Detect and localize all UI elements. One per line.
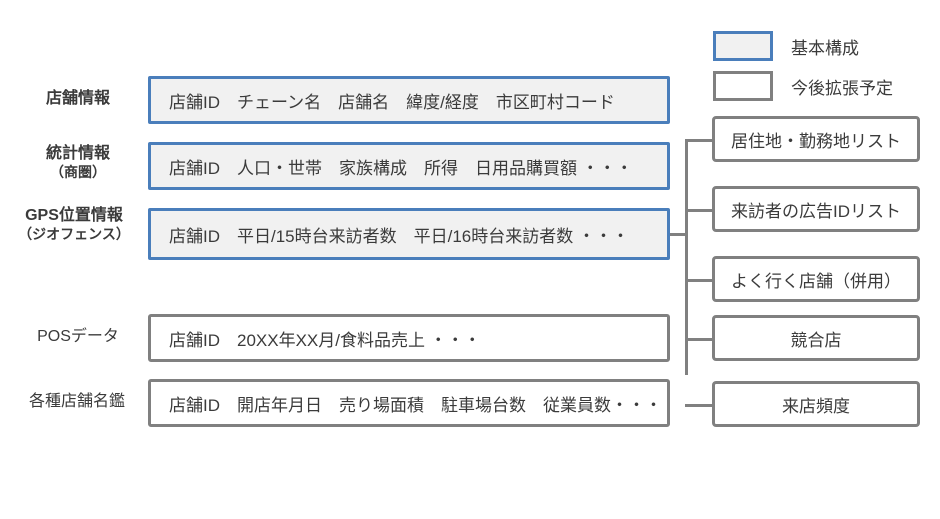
legend-label-basic: 基本構成 [791, 38, 859, 58]
expansion-box-text: 競合店 [790, 330, 842, 350]
expansion-box-frequent-stores[interactable]: よく行く店舗（併用） [712, 256, 920, 302]
expansion-box-text: 来店頻度 [782, 396, 850, 416]
field-box-pos-data[interactable]: 店舗ID 20XX年XX月/食料品売上 ・・・ [148, 314, 670, 362]
row-label-store-directory: 各種店舗名鑑 [4, 392, 150, 412]
legend-swatch-future [713, 71, 773, 101]
expansion-box-text: よく行く店舗（併用） [731, 271, 901, 291]
expansion-box-text: 居住地・勤務地リスト [731, 131, 901, 151]
row-label-statistics: 統計情報 （商圏） [8, 144, 148, 182]
expansion-box-text: 来訪者の広告IDリスト [731, 201, 901, 221]
field-box-gps[interactable]: 店舗ID 平日/15時台来訪者数 平日/16時台来訪者数 ・・・ [148, 208, 670, 260]
legend-item-future: 今後拡張予定 [713, 71, 893, 101]
connector-branch-5 [685, 404, 713, 407]
connector-branch-1 [685, 139, 713, 142]
legend-label-future: 今後拡張予定 [791, 78, 893, 98]
row-label-store-info: 店舗情報 [8, 89, 148, 109]
row-label-main: 統計情報 [45, 145, 110, 162]
connector-branch-4 [685, 338, 713, 341]
connector-branch-3 [685, 279, 713, 282]
row-label-gps: GPS位置情報 （ジオフェンス） [0, 206, 148, 244]
expansion-box-competitor-stores[interactable]: 競合店 [712, 315, 920, 361]
row-label-sub: （ジオフェンス） [18, 226, 130, 242]
field-box-store-info[interactable]: 店舗ID チェーン名 店舗名 緯度/経度 市区町村コード [148, 76, 670, 124]
field-box-text: 店舗ID チェーン名 店舗名 緯度/経度 市区町村コード [169, 92, 615, 112]
field-box-text: 店舗ID 20XX年XX月/食料品売上 ・・・ [169, 330, 481, 350]
connector-branch-2 [685, 209, 713, 212]
field-box-statistics[interactable]: 店舗ID 人口・世帯 家族構成 所得 日用品購買額 ・・・ [148, 142, 670, 190]
connector-trunk-vertical [685, 139, 688, 375]
expansion-box-visitor-ad-id-list[interactable]: 来訪者の広告IDリスト [712, 186, 920, 232]
field-box-text: 店舗ID 平日/15時台来訪者数 平日/16時台来訪者数 ・・・ [169, 226, 629, 246]
expansion-box-visit-frequency[interactable]: 来店頻度 [712, 381, 920, 427]
connector-trunk-stub [670, 233, 688, 236]
field-box-text: 店舗ID 開店年月日 売り場面積 駐車場台数 従業員数・・・ [169, 395, 662, 415]
row-label-main: 各種店舗名鑑 [28, 393, 125, 410]
legend-swatch-basic [713, 31, 773, 61]
field-box-text: 店舗ID 人口・世帯 家族構成 所得 日用品購買額 ・・・ [169, 158, 633, 178]
legend-item-basic: 基本構成 [713, 31, 859, 61]
row-label-main: GPS位置情報 [25, 207, 123, 224]
row-label-main: 店舗情報 [45, 90, 110, 107]
row-label-pos-data: POSデータ [8, 327, 148, 347]
expansion-box-residence-workplace-list[interactable]: 居住地・勤務地リスト [712, 116, 920, 162]
field-box-store-directory[interactable]: 店舗ID 開店年月日 売り場面積 駐車場台数 従業員数・・・ [148, 379, 670, 427]
row-label-sub: （商圏） [50, 164, 106, 180]
row-label-main: POSデータ [37, 328, 119, 345]
